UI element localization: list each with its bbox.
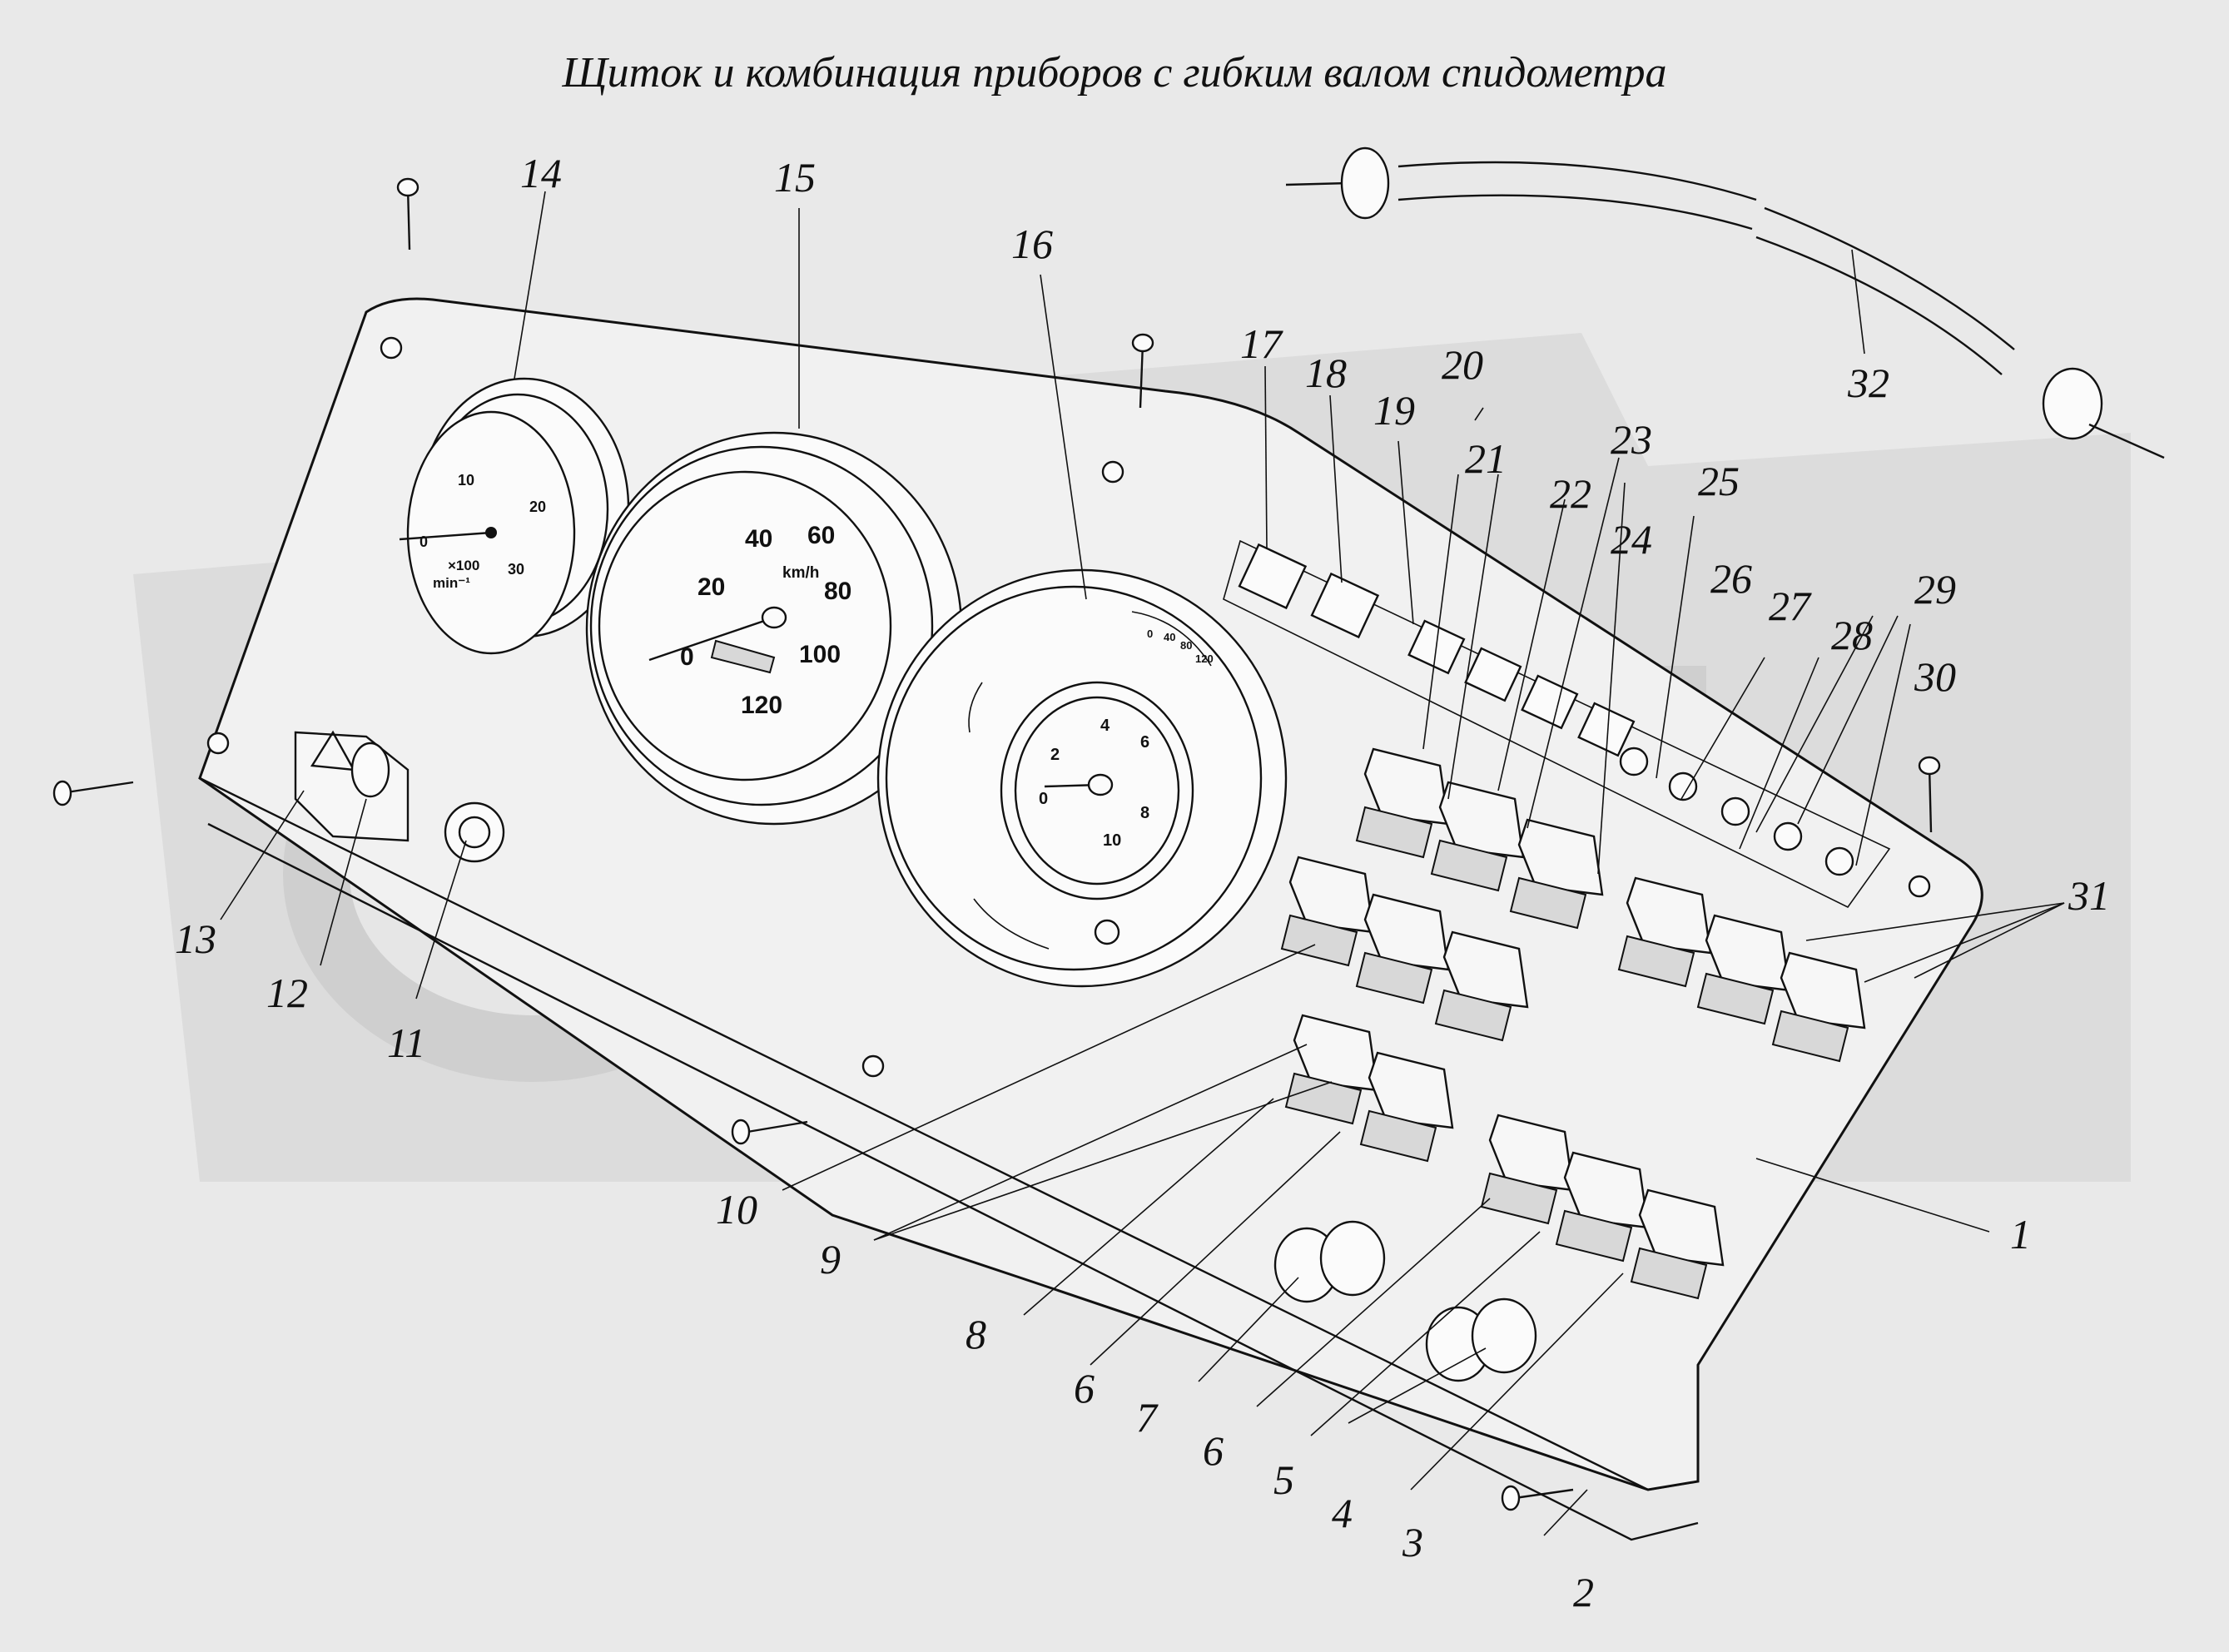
callout-3: 3 xyxy=(1402,1519,1423,1565)
tach-tick-0: 0 xyxy=(419,533,428,550)
tach-tick-20: 20 xyxy=(529,499,546,515)
tach-unit-top: ×100 xyxy=(448,558,479,573)
rocker-switches xyxy=(1280,747,1866,1300)
callout-27: 27 xyxy=(1769,583,1812,629)
callout-16: 16 xyxy=(1011,221,1053,267)
flexible-shaft xyxy=(1285,146,2165,459)
callout-11: 11 xyxy=(387,1019,425,1066)
instrument-combination: 0 2 4 6 8 10 0 40 80 120 xyxy=(876,568,1288,988)
mount-holes xyxy=(206,336,1931,1078)
speed-tick-60: 60 xyxy=(807,522,835,549)
speed-tick-0: 0 xyxy=(680,643,694,671)
callout-32: 32 xyxy=(1847,360,1889,406)
speedometer: 0 20 40 60 80 100 120 km/h xyxy=(585,431,963,826)
gauge-tick-0: 0 xyxy=(1147,628,1153,640)
screws xyxy=(52,177,1941,1511)
callout-26: 26 xyxy=(1710,555,1752,602)
callout-18: 18 xyxy=(1305,350,1347,396)
fuse-holder xyxy=(444,801,505,863)
tach-tick-30: 30 xyxy=(508,561,524,578)
speed-tick-120: 120 xyxy=(741,692,782,719)
callout-6a: 6 xyxy=(1074,1365,1095,1411)
combo-tick-6: 6 xyxy=(1140,733,1149,752)
callout-5: 5 xyxy=(1273,1456,1294,1503)
knobs xyxy=(1273,1220,1537,1382)
combo-tick-0: 0 xyxy=(1039,790,1048,808)
combo-tick-2: 2 xyxy=(1050,746,1060,764)
callout-23: 23 xyxy=(1611,416,1652,463)
callout-24: 24 xyxy=(1611,516,1652,563)
callout-1: 1 xyxy=(2010,1211,2031,1258)
warning-lamps xyxy=(1238,543,1854,876)
gauge-tick-40: 40 xyxy=(1164,631,1175,643)
callout-labels: 1 2 3 4 5 6 6 7 8 9 10 11 12 13 14 15 16… xyxy=(175,150,2110,1615)
speed-tick-100: 100 xyxy=(799,641,841,668)
callout-31: 31 xyxy=(2068,872,2110,919)
gauge-tick-120: 120 xyxy=(1195,652,1214,665)
combo-tick-8: 8 xyxy=(1140,804,1149,822)
callout-13: 13 xyxy=(175,915,216,962)
speed-tick-80: 80 xyxy=(824,578,851,605)
speed-unit: km/h xyxy=(782,564,819,582)
callout-8: 8 xyxy=(966,1311,986,1357)
speed-tick-40: 40 xyxy=(745,525,772,553)
callout-29: 29 xyxy=(1914,566,1956,613)
callout-22: 22 xyxy=(1550,470,1591,517)
callout-25: 25 xyxy=(1698,458,1740,504)
callout-9: 9 xyxy=(820,1236,841,1282)
speed-tick-20: 20 xyxy=(697,573,725,601)
callout-21: 21 xyxy=(1465,435,1507,482)
hazard-switch xyxy=(294,730,410,842)
callout-28: 28 xyxy=(1831,612,1873,658)
gauge-tick-80: 80 xyxy=(1180,639,1192,652)
callout-30: 30 xyxy=(1914,653,1956,700)
callout-17: 17 xyxy=(1240,320,1283,367)
callout-12: 12 xyxy=(266,970,308,1016)
tach-unit-bottom: min⁻¹ xyxy=(433,575,470,591)
callout-4: 4 xyxy=(1332,1490,1353,1536)
callout-7: 7 xyxy=(1136,1394,1159,1441)
diagram-title: Щиток и комбинация приборов с гибким вал… xyxy=(562,49,1667,97)
panel-lower-lip xyxy=(207,822,1699,1541)
callout-19: 19 xyxy=(1373,387,1415,434)
callout-14: 14 xyxy=(520,150,562,196)
combo-tick-4: 4 xyxy=(1100,717,1110,735)
callout-15: 15 xyxy=(774,154,816,201)
label-strip xyxy=(1223,539,1891,909)
panel-front-edge xyxy=(199,776,1699,1491)
tachometer: 0 10 20 30 ×100 min⁻¹ xyxy=(399,377,630,655)
combo-tick-10: 10 xyxy=(1103,831,1121,850)
callout-20: 20 xyxy=(1442,341,1483,388)
tach-tick-10: 10 xyxy=(458,472,474,489)
callout-10: 10 xyxy=(716,1186,757,1233)
callout-2: 2 xyxy=(1573,1569,1594,1615)
callout-6b: 6 xyxy=(1203,1427,1224,1474)
leader-lines xyxy=(220,191,2065,1536)
